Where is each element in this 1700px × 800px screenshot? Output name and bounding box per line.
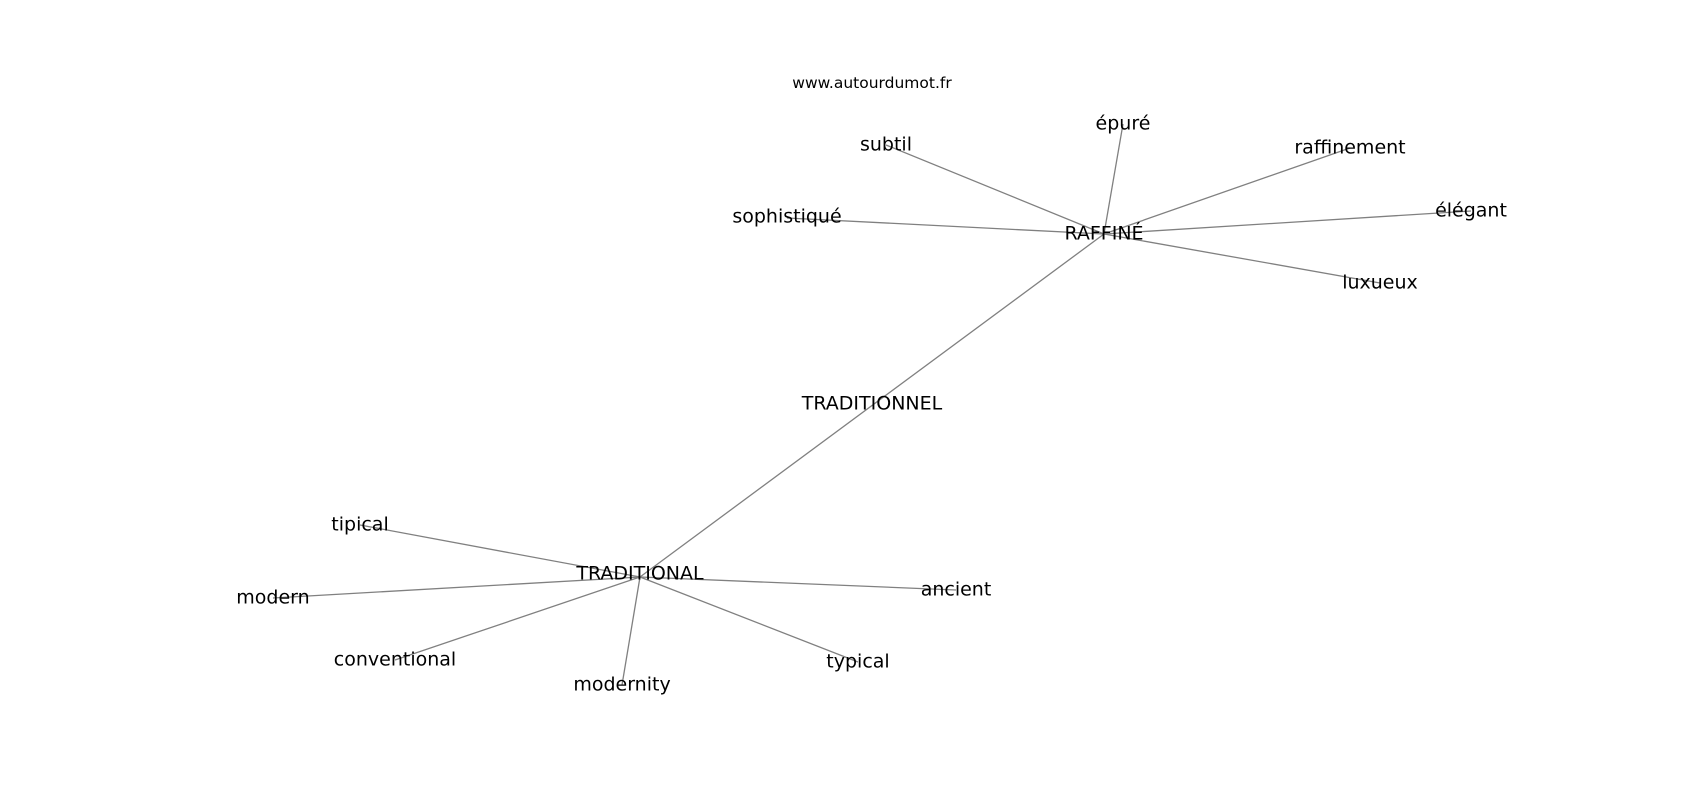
edge-traditional-modern [272, 576, 641, 599]
node-traditional[interactable]: TRADITIONAL [575, 563, 704, 585]
edge-raffine-elegant [1103, 210, 1472, 235]
node-subtil[interactable]: subtil [860, 134, 912, 156]
edge-traditional-typical [639, 576, 859, 663]
node-conventional[interactable]: conventional [334, 649, 456, 671]
node-tipical[interactable]: tipical [331, 514, 388, 536]
edge-raffine-subtil [885, 144, 1105, 235]
edge-traditional-conventional [394, 576, 641, 661]
node-modernity[interactable]: modernity [573, 674, 670, 696]
edge-raffine-traditional [639, 233, 1105, 578]
edge-raffine-luxueux [1103, 233, 1381, 284]
edge-traditional-tipical [359, 524, 641, 578]
edge-raffine-epure [1103, 123, 1124, 235]
edge-raffine-sophistique [786, 217, 1105, 235]
node-elegant[interactable]: élégant [1435, 200, 1507, 222]
node-raffine[interactable]: RAFFINÉ [1064, 222, 1143, 245]
node-typical[interactable]: typical [826, 651, 889, 673]
node-luxueux[interactable]: luxueux [1342, 272, 1418, 294]
node-traditionnel[interactable]: TRADITIONNEL [801, 393, 943, 415]
graph-edges [272, 123, 1472, 686]
source-watermark: www.autourdumot.fr [792, 74, 952, 92]
node-epure[interactable]: épuré [1096, 113, 1151, 135]
edge-traditional-modernity [621, 576, 641, 686]
edge-traditional-ancient [639, 576, 957, 591]
edge-raffine-raffinement [1103, 147, 1351, 235]
node-raffinement[interactable]: raffinement [1294, 137, 1405, 159]
node-modern[interactable]: modern [236, 587, 309, 609]
node-ancient[interactable]: ancient [921, 579, 992, 601]
node-sophistique[interactable]: sophistiqué [732, 206, 841, 228]
graph-labels: TRADITIONNEL RAFFINÉ TRADITIONAL subtil épur… [236, 113, 1507, 696]
